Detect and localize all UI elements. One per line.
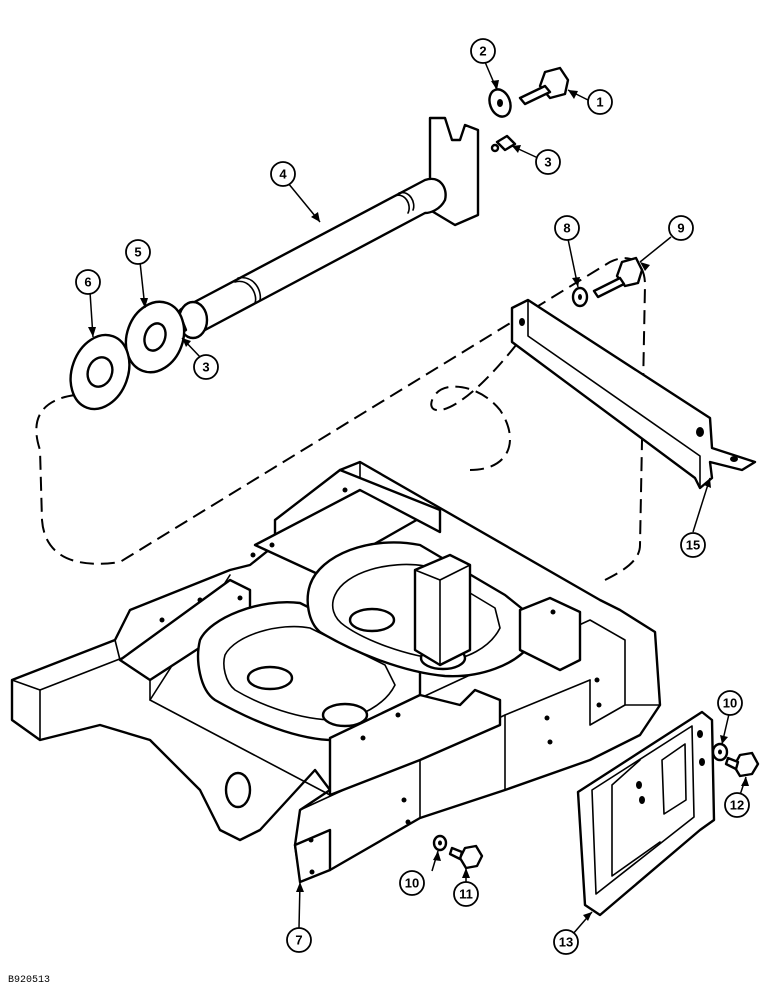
callout-11: 11 [453,881,479,907]
callout-9-label: 9 [677,221,684,236]
thrust-washer-5 [124,300,186,374]
leader-arrowheads [88,80,749,921]
assembly-dashed-line [35,257,647,581]
callout-3-bottom-label: 3 [202,360,209,375]
callout-3-top-label: 3 [544,155,551,170]
callout-12-label: 12 [730,798,744,813]
callout-6: 6 [75,269,101,295]
callout-8: 8 [554,215,580,241]
bolt-11 [448,844,484,870]
callout-12: 12 [724,792,750,818]
callout-13-label: 13 [559,935,573,950]
callout-1-label: 1 [596,95,603,110]
lock-washer-8 [571,286,589,308]
lock-washer-10-right [711,742,729,762]
drawing-reference-code: B920513 [8,975,51,986]
lock-washer-10-bottom [432,834,448,852]
callout-10-right-label: 10 [723,696,737,711]
callout-13: 13 [553,929,579,955]
callout-15: 15 [680,532,706,558]
callout-7-label: 7 [295,933,302,948]
callout-1: 1 [587,89,613,115]
callout-15-label: 15 [686,538,700,553]
shield-13 [576,710,716,917]
callout-7: 7 [286,927,312,953]
callout-10-bottom-label: 10 [405,876,419,891]
bracket-15 [510,298,757,490]
callout-6-label: 6 [84,275,91,290]
callout-9: 9 [668,215,694,241]
bolt-12 [724,751,760,778]
front-support-frame [10,460,662,884]
callout-2-label: 2 [479,44,486,59]
callout-4: 4 [270,161,296,187]
callout-2: 2 [470,38,496,64]
washer-2 [488,88,512,118]
callout-10-bottom: 10 [399,870,425,896]
pivot-shaft [176,116,480,340]
callout-8-label: 8 [563,221,570,236]
callout-4-label: 4 [279,167,287,182]
callout-3-top: 3 [535,149,561,175]
thrust-washer-6 [69,333,131,411]
bolt-1 [518,66,570,106]
callout-5-label: 5 [134,245,141,260]
callout-10-right: 10 [717,690,743,716]
bolt-9 [592,256,644,299]
callout-11-label: 11 [459,887,473,902]
callout-3-bottom: 3 [193,354,219,380]
callout-5: 5 [125,239,151,265]
grease-fitting-top [490,134,517,153]
